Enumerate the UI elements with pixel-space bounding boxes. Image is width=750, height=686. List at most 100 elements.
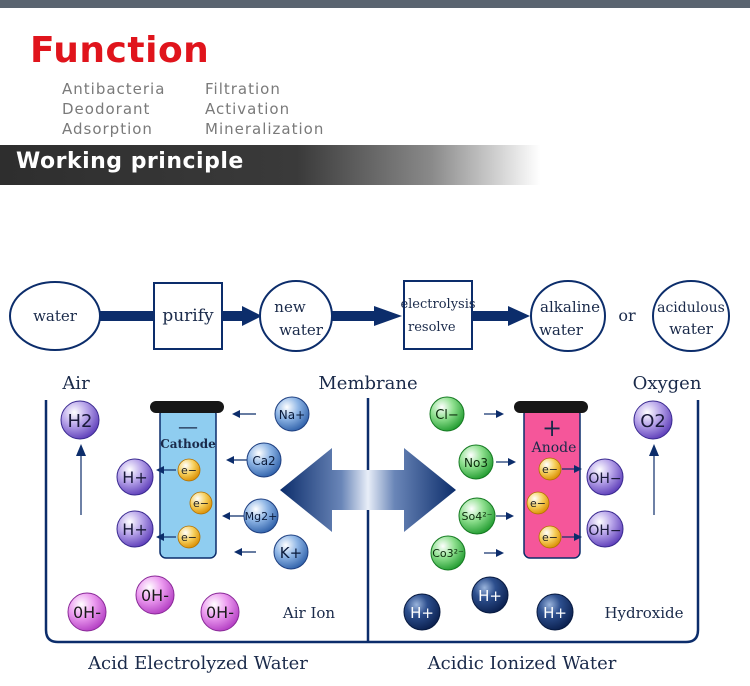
cathode-electron-label-1: e−: [181, 464, 197, 477]
working-principle-title: Working principle: [16, 149, 244, 174]
anode-electron-label-2: e−: [530, 497, 546, 510]
ion-k-circle: [273, 534, 309, 570]
cathode-label: Cathode: [160, 437, 216, 451]
ion-cl-circle: [429, 396, 465, 432]
function-item-activation: Activation: [205, 100, 291, 118]
flow-arrow-1: [242, 306, 262, 326]
flow-bar-2: [222, 311, 244, 321]
anode-label: Anode: [531, 440, 577, 456]
ion-h-navy-2: [471, 576, 509, 614]
ion-h2-label: H2: [68, 411, 93, 432]
flow-bar-1: [100, 311, 154, 321]
ion-na-circle: [274, 396, 310, 432]
ion-no3-circle: [458, 444, 494, 480]
ion-ca-circle: [246, 442, 282, 478]
anode-electron-3: [538, 525, 562, 549]
function-item-mineralization: Mineralization: [205, 120, 325, 138]
flow-arrow-2: [374, 306, 402, 326]
anode-electron-2: [526, 491, 550, 515]
anode-cap: [514, 401, 588, 413]
right-caption: Acidic Ionized Water: [427, 653, 617, 674]
ion-h2-circle: [60, 400, 100, 440]
cathode-electron-1: [177, 458, 201, 482]
so4-arrow-head: [506, 512, 514, 520]
cathode-electron-label-2: e−: [193, 497, 209, 510]
ion-h-plus-circle-1: [116, 458, 154, 496]
cathode-electron-3: [177, 525, 201, 549]
flow-alkaline-label-1: alkaline: [540, 298, 600, 316]
ion-mg-circle: [243, 498, 279, 534]
anode-sign: +: [542, 414, 562, 442]
ion-h-navy-label-2: H+: [478, 587, 502, 605]
flow-bar-3: [332, 311, 376, 321]
tank-outline: [44, 400, 700, 644]
flow-electrolysis-box: [403, 280, 473, 350]
anode-e1-arrow-head: [574, 465, 582, 473]
no3-arrow-head: [508, 458, 516, 466]
ion-oh-right-1: [586, 458, 624, 496]
flow-alkaline-circle: [530, 280, 606, 352]
ion-cl-label: Cl−: [435, 408, 459, 423]
ion-h-navy-1: [403, 593, 441, 631]
ion-oh-left-label-1: 0H-: [73, 603, 101, 622]
flow-new-water-label-2: water: [279, 321, 324, 339]
flow-water-label: water: [33, 307, 78, 325]
flow-new-water-circle: [259, 280, 333, 352]
co3-arrow-head: [496, 549, 504, 557]
function-list: Antibacteria Filtration Deodorant Activa…: [62, 80, 365, 139]
ion-h-plus-circle-2: [116, 510, 154, 548]
cathode-e3-arrow-head: [156, 533, 164, 541]
anode-electron-1: [538, 457, 562, 481]
function-item-antibacteria: Antibacteria: [62, 80, 166, 98]
flow-or-label: or: [618, 306, 636, 325]
ion-o2-label: O2: [640, 411, 666, 432]
h2-up-arrow-head: [76, 444, 86, 456]
flow-alkaline-label-2: water: [539, 321, 584, 339]
ion-co3-circle: [430, 535, 466, 571]
air-ion-label: Air Ion: [282, 604, 336, 622]
function-title: Function: [30, 30, 210, 71]
ion-arrows: [76, 410, 659, 557]
ion-oh-right-label-2: OH−: [588, 523, 621, 539]
function-item-adsorption: Adsorption: [62, 120, 153, 138]
flow-row: water purify new water electrolysis reso…: [9, 280, 730, 352]
cl-arrow-head: [496, 410, 504, 418]
anode-electron-label-3: e−: [542, 531, 558, 544]
flow-electrolysis-label-1: electrolysis: [400, 297, 475, 312]
ion-oh-left-3: [200, 592, 240, 632]
oxygen-label: Oxygen: [633, 373, 702, 394]
ion-h-plus-label-1: H+: [122, 468, 147, 487]
ion-oh-right-label-1: OH−: [588, 471, 621, 487]
cathode-electron-2: [189, 491, 213, 515]
ion-so4-circle: [458, 497, 496, 535]
ion-h-navy-label-1: H+: [410, 604, 434, 622]
flow-purify-box: [153, 282, 223, 350]
ion-co3-label: Co3²⁻: [432, 547, 464, 560]
function-item-filtration: Filtration: [205, 80, 281, 98]
function-item-deodorant: Deodorant: [62, 100, 151, 118]
membrane-arrow-left: [280, 448, 368, 532]
ions: H2 H+ H+ Na+ Ca2 Mg2+ K+ e− e− e− 0H- 0H…: [60, 396, 673, 632]
flow-acidulous-label-1: acidulous: [657, 300, 725, 316]
na-arrow-head: [232, 410, 240, 418]
ion-no3-label: No3: [464, 456, 488, 470]
flow-bar-4: [472, 311, 510, 321]
ion-oh-left-label-3: 0H-: [206, 603, 234, 622]
ion-oh-left-2: [135, 575, 175, 615]
flow-acidulous-label-2: water: [669, 320, 714, 338]
flow-electrolysis-label-2: resolve: [408, 320, 456, 335]
cathode-electron-label-3: e−: [181, 531, 197, 544]
cathode-e1-arrow-head: [156, 466, 164, 474]
ion-h-plus-label-2: H+: [122, 520, 147, 539]
mg-arrow-head: [222, 512, 230, 520]
anode-electron-label-1: e−: [542, 463, 558, 476]
flow-acidulous-circle: [652, 280, 730, 352]
membrane-arrow-right: [368, 448, 456, 532]
membrane-label: Membrane: [318, 373, 417, 394]
ion-k-label: K+: [280, 544, 302, 562]
flow-purify-label: purify: [162, 306, 214, 326]
o2-up-arrow-head: [649, 444, 659, 456]
flow-new-water-label-1: new: [274, 298, 306, 316]
left-caption: Acid Electrolyzed Water: [87, 653, 308, 674]
flow-arrow-3: [508, 306, 530, 326]
